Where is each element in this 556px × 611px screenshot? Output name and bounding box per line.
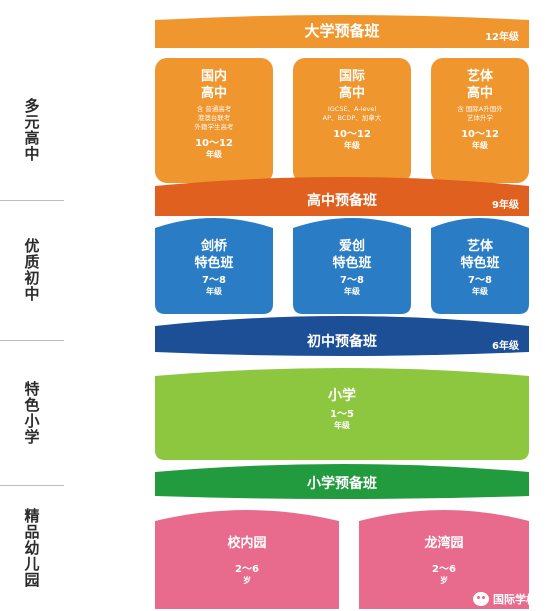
box-shape bbox=[359, 510, 529, 609]
box-shape bbox=[155, 58, 273, 183]
sidebar-label-primary: 特色小学 bbox=[22, 380, 41, 445]
wechat-icon bbox=[473, 592, 489, 606]
box-title-line2: 特色班 bbox=[194, 256, 234, 271]
box-title-line2: 特色班 bbox=[460, 256, 500, 271]
box-title-line2: 高中 bbox=[338, 86, 365, 101]
box-note: 港澳台联考 bbox=[197, 114, 231, 122]
box-years: 7～8 bbox=[202, 275, 226, 286]
box-title: 龙湾园 bbox=[424, 536, 464, 551]
middle-school-box-arts: 艺体 特色班 7～8 年级 bbox=[431, 214, 529, 314]
middle-prep-grade: 6年级 bbox=[492, 341, 519, 352]
box-title-line1: 国内 bbox=[200, 69, 227, 84]
box-years-unit: 岁 bbox=[243, 576, 251, 585]
box-title-line1: 剑桥 bbox=[200, 239, 227, 254]
box-years: 10～12 bbox=[195, 138, 233, 149]
box-title-line1: 艺体 bbox=[466, 239, 493, 254]
box-title-line2: 高中 bbox=[466, 86, 493, 101]
high-school-box-international: 国际 高中 IGCSE、A-level AP、BCDP、加拿大 10～12 年级 bbox=[293, 58, 411, 183]
box-title: 校内园 bbox=[227, 536, 267, 551]
sidebar-section-primary: 特色小学 bbox=[0, 340, 64, 485]
box-note: 含 普通高考 bbox=[196, 105, 232, 113]
box-title-line2: 高中 bbox=[200, 86, 227, 101]
middle-school-box-innovation: 爱创 特色班 7～8 年级 bbox=[293, 214, 411, 314]
box-title-line1: 爱创 bbox=[338, 239, 365, 254]
box-years-unit: 年级 bbox=[472, 141, 488, 150]
box-years-unit: 岁 bbox=[440, 576, 448, 585]
box-shape bbox=[155, 218, 273, 314]
box-years-unit: 年级 bbox=[206, 150, 222, 159]
box-shape bbox=[155, 368, 529, 460]
sidebar-label-middle: 优质初中 bbox=[22, 238, 41, 302]
box-years: 10～12 bbox=[461, 129, 499, 140]
band-shape bbox=[155, 316, 529, 356]
sidebar-label-kindergarten: 精品幼儿园 bbox=[22, 508, 41, 588]
box-years: 7～8 bbox=[468, 275, 492, 286]
watermark: 国际学校说 bbox=[473, 591, 548, 607]
kindergarten-box-campus: 校内园 2～6 岁 bbox=[155, 505, 339, 609]
high-prep-band: 高中预备班 9年级 bbox=[155, 174, 529, 216]
university-prep-band: 大学预备班 12年级 bbox=[155, 12, 529, 48]
university-prep-title: 大学预备班 bbox=[304, 22, 380, 40]
box-shape bbox=[431, 218, 529, 314]
sidebar-section-middle: 优质初中 bbox=[0, 200, 64, 340]
sidebar-divider bbox=[0, 485, 64, 486]
box-title: 小学 bbox=[328, 388, 356, 404]
box-title-line2: 特色班 bbox=[332, 256, 372, 271]
box-years-unit: 年级 bbox=[472, 287, 488, 296]
high-school-box-domestic: 国内 高中 含 普通高考 港澳台联考 外籍学生高考 10～12 年级 bbox=[155, 58, 273, 183]
box-shape bbox=[293, 218, 411, 314]
high-prep-grade: 9年级 bbox=[492, 200, 519, 211]
band-shape bbox=[155, 15, 529, 48]
kindergarten-box-longwan: 龙湾园 2～6 岁 bbox=[359, 505, 529, 609]
box-note: IGCSE、A-level bbox=[327, 105, 377, 113]
box-note: 含 国际A升国外 bbox=[457, 105, 503, 113]
box-note: 艺体升学 bbox=[467, 114, 493, 122]
box-years-unit: 年级 bbox=[206, 287, 222, 296]
middle-prep-band: 初中预备班 6年级 bbox=[155, 312, 529, 356]
watermark-text: 国际学校说 bbox=[493, 593, 548, 606]
box-years-unit: 年级 bbox=[334, 421, 350, 430]
primary-school-box: 小学 1～5 年级 bbox=[155, 364, 529, 460]
high-prep-title: 高中预备班 bbox=[307, 193, 377, 209]
middle-prep-title: 初中预备班 bbox=[307, 334, 377, 350]
box-years-unit: 年级 bbox=[344, 141, 360, 150]
sidebar-label-high: 多元高中 bbox=[22, 98, 41, 162]
primary-prep-band: 小学预备班 bbox=[155, 462, 529, 500]
sidebar-divider bbox=[0, 200, 64, 201]
university-prep-grade: 12年级 bbox=[485, 32, 519, 43]
box-title-line1: 国际 bbox=[338, 69, 365, 84]
sidebar-divider bbox=[0, 340, 64, 341]
box-years: 2～6 bbox=[432, 564, 456, 575]
sidebar-section-kindergarten: 精品幼儿园 bbox=[0, 485, 64, 611]
primary-prep-title: 小学预备班 bbox=[307, 476, 377, 492]
box-years-unit: 年级 bbox=[344, 287, 360, 296]
high-school-box-arts: 艺体 高中 含 国际A升国外 艺体升学 10～12 年级 bbox=[431, 58, 529, 183]
middle-school-box-cambridge: 剑桥 特色班 7～8 年级 bbox=[155, 214, 273, 314]
box-note: AP、BCDP、加拿大 bbox=[322, 114, 382, 122]
box-shape bbox=[155, 510, 339, 609]
box-years: 10～12 bbox=[333, 129, 371, 140]
band-shape bbox=[155, 464, 529, 499]
box-note: 外籍学生高考 bbox=[194, 123, 234, 131]
box-shape bbox=[293, 58, 411, 183]
band-shape bbox=[155, 177, 529, 216]
box-years: 1～5 bbox=[330, 409, 354, 420]
box-shape bbox=[431, 58, 529, 183]
box-years: 7～8 bbox=[340, 275, 364, 286]
box-title-line1: 艺体 bbox=[466, 69, 493, 84]
box-years: 2～6 bbox=[235, 564, 259, 575]
sidebar-section-high: 多元高中 bbox=[0, 60, 64, 200]
